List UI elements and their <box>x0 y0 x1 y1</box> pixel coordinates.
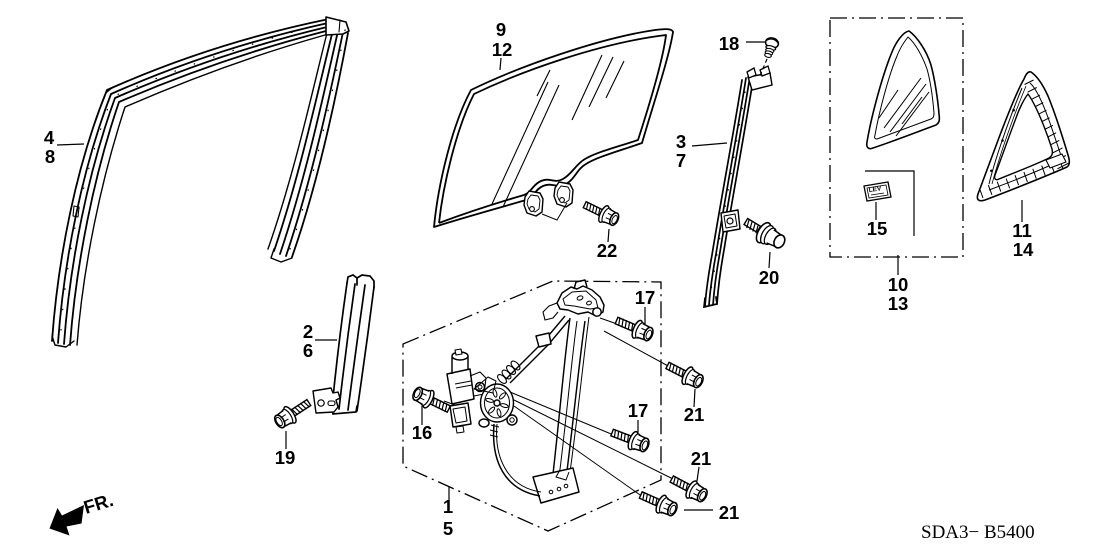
svg-text:21: 21 <box>684 404 705 425</box>
svg-text:3: 3 <box>676 131 686 152</box>
svg-text:11: 11 <box>1012 220 1032 241</box>
svg-text:4: 4 <box>44 127 55 148</box>
svg-text:19: 19 <box>275 447 296 468</box>
svg-text:1: 1 <box>443 496 453 517</box>
svg-text:7: 7 <box>676 150 686 171</box>
svg-text:21: 21 <box>691 448 712 469</box>
svg-text:17: 17 <box>628 400 649 421</box>
svg-text:22: 22 <box>597 240 618 261</box>
svg-text:SDA3− B5400: SDA3− B5400 <box>921 522 1035 543</box>
svg-text:21: 21 <box>719 502 740 523</box>
svg-text:20: 20 <box>759 267 780 288</box>
svg-text:8: 8 <box>45 146 55 167</box>
svg-text:14: 14 <box>1013 239 1034 260</box>
svg-text:6: 6 <box>303 340 313 361</box>
svg-text:18: 18 <box>719 33 740 54</box>
svg-text:17: 17 <box>635 287 656 308</box>
svg-text:5: 5 <box>443 518 453 539</box>
svg-text:10: 10 <box>888 274 909 295</box>
svg-text:16: 16 <box>412 422 433 443</box>
svg-text:12: 12 <box>492 39 513 60</box>
svg-text:13: 13 <box>888 293 909 314</box>
svg-text:15: 15 <box>867 218 888 239</box>
svg-text:2: 2 <box>303 321 313 342</box>
svg-text:LEV: LEV <box>868 185 882 194</box>
svg-text:9: 9 <box>496 19 506 40</box>
